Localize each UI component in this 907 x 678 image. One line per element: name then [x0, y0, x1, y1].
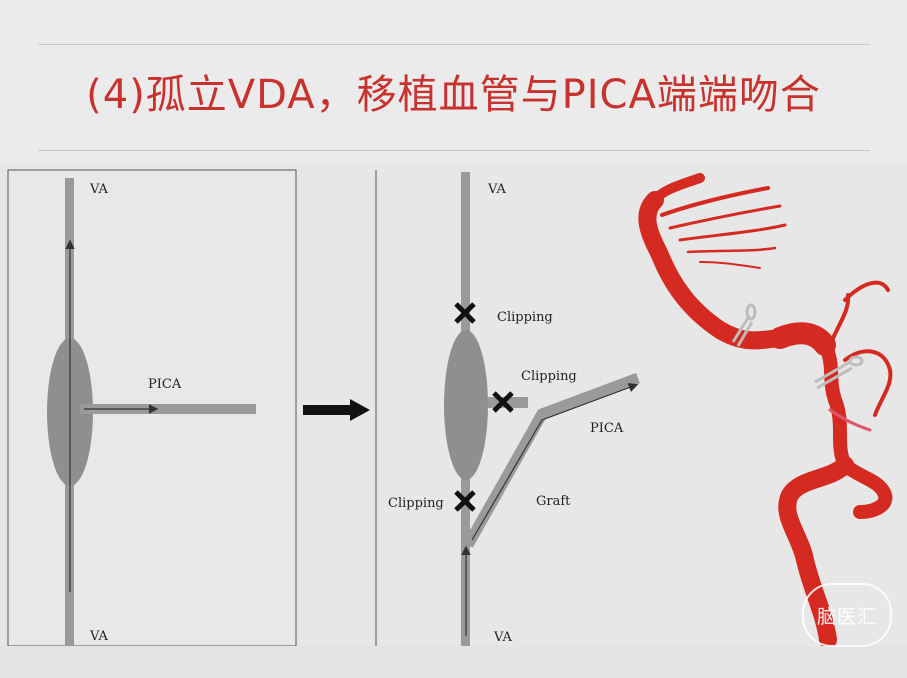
clip-top-label: Clipping — [497, 310, 553, 325]
right-pica-stump — [488, 397, 528, 408]
right-aneurysm — [444, 330, 488, 480]
right-pica-label: PICA — [590, 421, 624, 436]
clip-pica-icon — [492, 391, 514, 413]
graft-vessel — [463, 372, 640, 548]
title-rule — [38, 150, 870, 151]
clip-pica-label: Clipping — [521, 369, 577, 384]
bottom-strip — [0, 646, 907, 678]
transition-arrow — [303, 399, 370, 421]
left-pica-vessel — [80, 404, 256, 414]
aneurysm-clip-icons — [731, 303, 864, 390]
left-top-va-label: VA — [89, 182, 109, 197]
clip-bottom-label: Clipping — [388, 496, 444, 511]
graft-flow-arrow — [471, 383, 639, 541]
left-bottom-va-label: VA — [89, 629, 109, 644]
clip-top-icon — [454, 302, 476, 324]
artery-3d-image — [638, 173, 893, 649]
watermark-text: 脑医汇 — [816, 605, 877, 628]
left-pica-label: PICA — [148, 377, 182, 392]
left-panel: VA VA PICA — [7, 169, 297, 647]
clip-bottom-icon — [454, 490, 476, 512]
right-panel: VA VA Clipping Clipping Clipping PICA Gr… — [375, 170, 640, 646]
right-bottom-va-label: VA — [493, 630, 513, 645]
right-top-va-label: VA — [487, 182, 507, 197]
top-rule — [38, 44, 870, 45]
graft-label: Graft — [536, 494, 571, 509]
watermark-logo: 脑医汇 — [802, 583, 892, 647]
slide-title: (4)孤立VDA，移植血管与PICA端端吻合 — [86, 72, 821, 118]
